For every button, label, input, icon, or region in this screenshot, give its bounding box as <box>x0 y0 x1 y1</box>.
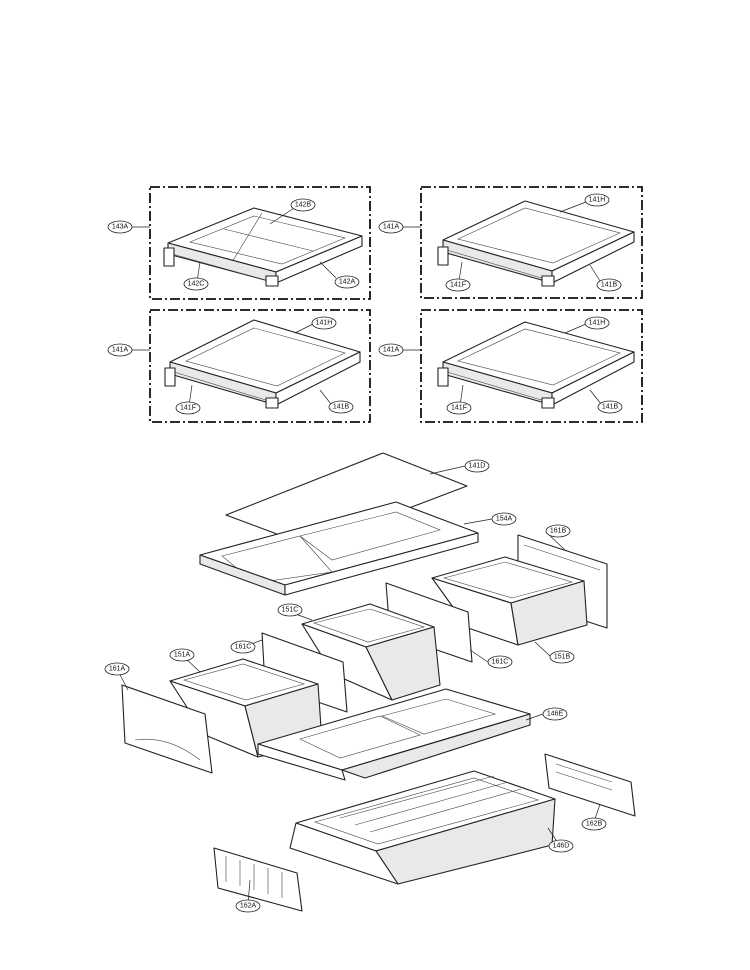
callout-143a: 143A <box>107 220 133 234</box>
callout-151a-text: 151A <box>174 652 191 659</box>
callout-161a: 161A <box>104 662 130 676</box>
callout-142a: 142A <box>334 275 360 289</box>
callout-141f-3-text: 141F <box>451 405 467 412</box>
callout-142c: 142C <box>183 277 209 291</box>
callout-146d-text: 146D <box>553 843 570 850</box>
callout-142a-text: 142A <box>339 279 356 286</box>
callout-141f-1: 141F <box>445 278 471 292</box>
callout-142b: 142B <box>290 198 316 212</box>
freezer-drawer-146d <box>289 770 556 885</box>
callout-141b-2-text: 141B <box>333 404 350 411</box>
callout-142b-text: 142B <box>295 202 312 209</box>
callout-141a-1: 141A <box>378 220 404 234</box>
callout-161b-text: 161B <box>550 528 567 535</box>
callout-146e: 146E <box>542 707 568 721</box>
callout-154a: 154A <box>491 512 517 526</box>
drawer-side-panel-161a <box>121 684 213 774</box>
callout-146e-text: 146E <box>547 711 564 718</box>
callout-151b: 151B <box>549 650 575 664</box>
crisper-drawer-151b <box>431 556 588 646</box>
callout-141b-3-text: 141B <box>602 404 619 411</box>
callout-141f-3: 141F <box>446 401 472 415</box>
callout-161c-1: 161C <box>487 655 513 669</box>
crisper-drawer-151c <box>301 603 441 701</box>
callout-141f-2: 141F <box>175 401 201 415</box>
callout-141h-2: 141H <box>311 316 337 330</box>
callout-141h-2-text: 141H <box>316 320 333 327</box>
callout-141b-3: 141B <box>597 400 623 414</box>
callout-146d: 146D <box>548 839 574 853</box>
callout-141d-text: 141D <box>469 463 486 470</box>
callout-141a-3-text: 141A <box>383 347 400 354</box>
callout-141h-1: 141H <box>584 193 610 207</box>
callout-161b: 161B <box>545 524 571 538</box>
callout-141f-1-text: 141F <box>450 282 466 289</box>
callout-141h-3-text: 141H <box>589 320 606 327</box>
callout-141a-3: 141A <box>378 343 404 357</box>
callout-162a: 162A <box>235 899 261 913</box>
callout-142c-text: 142C <box>188 281 205 288</box>
callout-141f-2-text: 141F <box>180 405 196 412</box>
callout-151b-text: 151B <box>554 654 571 661</box>
shelf-assembly-141a-bottom-left <box>149 309 371 423</box>
shelf-assembly-141a-top-right <box>420 186 643 299</box>
callout-151c: 151C <box>277 603 303 617</box>
crisper-cover-frame-154a <box>199 501 479 596</box>
shelf-assembly-141a-bottom-right <box>420 309 643 423</box>
callout-161a-text: 161A <box>109 666 126 673</box>
callout-141b-2: 141B <box>328 400 354 414</box>
callout-162b-text: 162B <box>586 821 603 828</box>
callout-141a-2-text: 141A <box>112 347 129 354</box>
callout-141a-1-text: 141A <box>383 224 400 231</box>
callout-151c-text: 151C <box>282 607 299 614</box>
rail-162a <box>213 847 303 912</box>
callout-151a: 151A <box>169 648 195 662</box>
callout-161c-1-text: 161C <box>492 659 509 666</box>
callout-141h-3: 141H <box>584 316 610 330</box>
callout-141a-2: 141A <box>107 343 133 357</box>
callout-141b-1: 141B <box>596 278 622 292</box>
callout-161c-2: 161C <box>230 640 256 654</box>
rail-bracket-162b <box>544 753 636 817</box>
callout-141d: 141D <box>464 459 490 473</box>
callout-154a-text: 154A <box>496 516 513 523</box>
drawer-tray-frame-146e <box>257 688 531 781</box>
callout-162b: 162B <box>581 817 607 831</box>
crisper-drawer-151a <box>169 658 323 758</box>
callout-162a-text: 162A <box>240 903 257 910</box>
callout-161c-2-text: 161C <box>235 644 252 651</box>
shelf-assembly-143a <box>149 186 371 300</box>
callout-143a-text: 143A <box>112 224 129 231</box>
callout-141b-1-text: 141B <box>601 282 618 289</box>
callout-141h-1-text: 141H <box>589 197 606 204</box>
